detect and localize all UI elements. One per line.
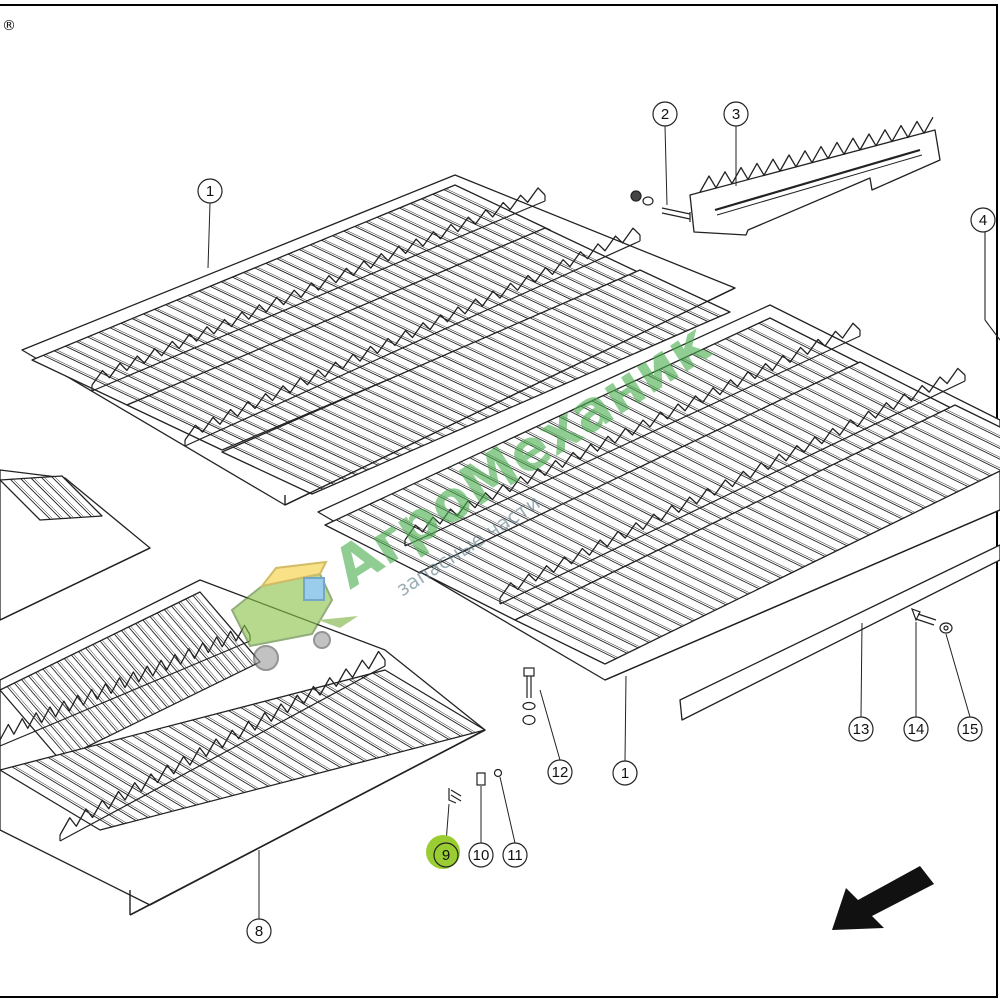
callout-14-label: 14 [908,721,925,738]
callout-1-top-label: 1 [206,183,214,200]
callout-15-label: 15 [962,721,979,738]
washer-15 [939,622,953,634]
callout-9: 9 [426,835,460,869]
harvester-logo-icon [230,560,358,671]
registered-mark: ® [2,18,16,34]
bottom-sieve-rail-b [59,650,386,842]
lower-sieve-rail-b [499,367,966,605]
direction-arrow-icon [832,866,934,930]
callout-3: 3 [723,101,749,127]
bottom-sieve-louvers-a [0,591,261,761]
callout-1-bottom-label: 1 [621,765,629,782]
callout-1-bottom: 1 [612,760,638,786]
lower-sieve-louvers-b [419,361,956,621]
callout-2: 2 [652,101,678,127]
upper-sieve-rail-a [91,187,546,392]
callout-2-label: 2 [661,106,669,123]
callout-12-label: 12 [552,764,569,781]
callout-10: 10 [468,842,494,868]
sawtooth-strip-3 [689,116,941,236]
nut-and-washer-2 [630,190,691,222]
callout-10-label: 10 [473,847,490,864]
bolt-14 [910,607,937,626]
callout-8-label: 8 [255,923,263,940]
square-nut-10 [476,772,486,786]
callout-15: 15 [957,716,983,742]
callout-13-label: 13 [853,721,870,738]
callout-12: 12 [547,759,573,785]
lower-sieve-louvers-c [514,404,1000,665]
callout-11-label: 11 [507,847,523,864]
callout-14: 14 [903,716,929,742]
lower-sieve-rail-a [404,322,861,547]
upper-sieve-louvers-b [126,227,641,451]
callout-3-label: 3 [732,106,740,123]
left-partial-louvers [0,475,103,521]
support-bar-13 [679,544,1000,721]
callout-4: 4 [970,207,996,233]
callout-1-top: 1 [197,178,223,204]
washer-11 [493,768,503,778]
callout-11: 11 [502,842,528,868]
bolt-9 [448,788,462,804]
callout-9-label: 9 [442,847,450,864]
upper-sieve-louvers-c [221,269,731,495]
callout-8: 8 [246,918,272,944]
upper-sieve-rail-b [184,227,641,447]
callout-4-label: 4 [979,212,987,229]
bolt-12 [522,667,536,726]
callout-13: 13 [848,716,874,742]
